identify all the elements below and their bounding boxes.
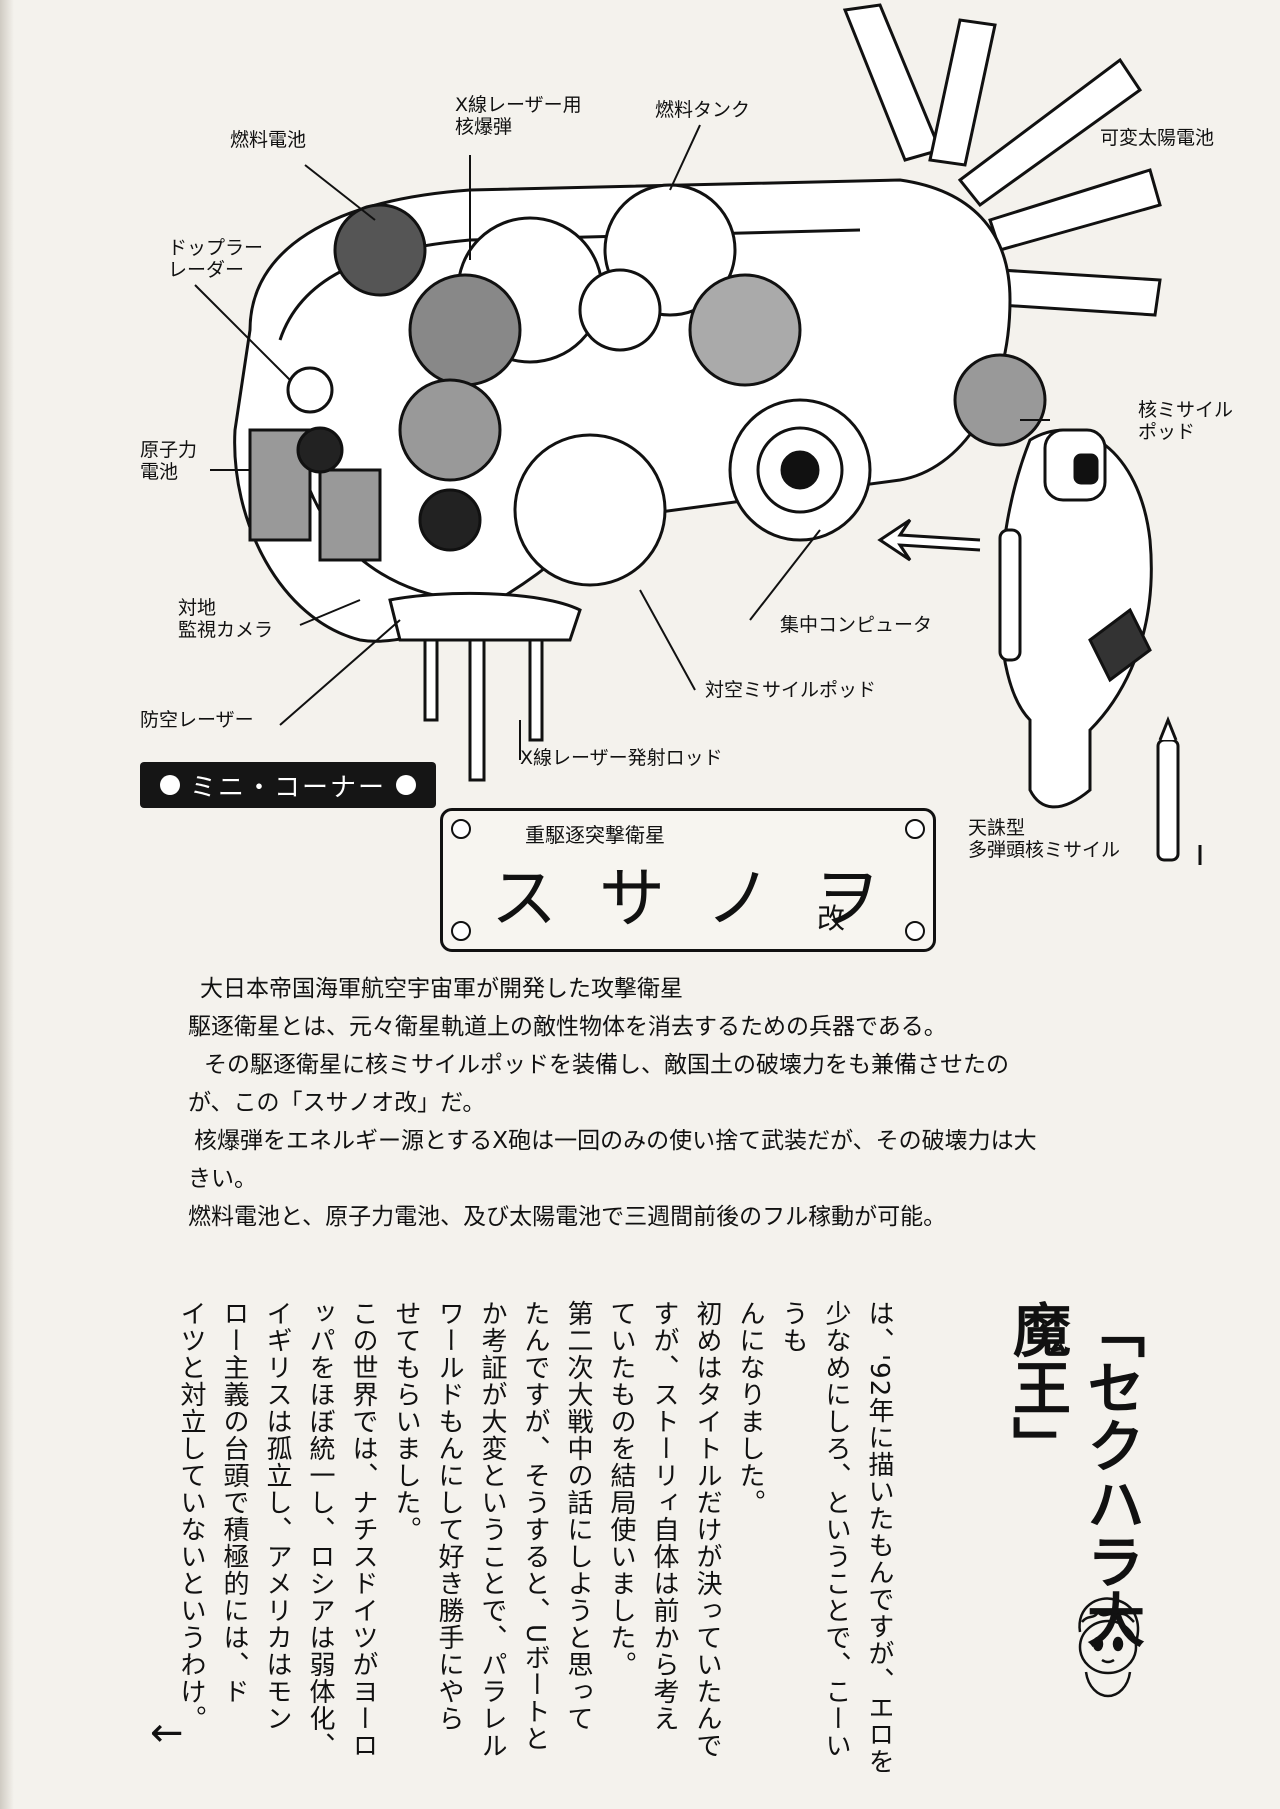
description-line: きい。 bbox=[188, 1166, 257, 1192]
column-line: せてもらいました。 bbox=[391, 1300, 421, 1543]
label-fuel-tank: 燃料タンク bbox=[655, 99, 751, 121]
banner-dot-left bbox=[159, 775, 180, 795]
name-plate: 重駆逐突撃衛星 スサノヲ 改 bbox=[440, 808, 936, 952]
plate-suffix: 改 bbox=[817, 902, 846, 935]
description-line: その駆逐衛星に核ミサイルポッドを装備し、敵国土の破壊力をも兼備させたの bbox=[204, 1052, 1009, 1078]
column-line: ッパをほぼ統一し、ロシアは弱体化、 bbox=[305, 1300, 335, 1759]
label-computer: 集中コンピュータ bbox=[780, 614, 933, 636]
column-line: んになりました。 bbox=[735, 1300, 765, 1516]
label-atomic-battery: 原子力 電池 bbox=[140, 439, 198, 483]
column-text: は、'92年に描いたもんですが、エロを 少なめにしろ、ということで、こーいうも … bbox=[169, 1300, 900, 1780]
description-line: が、この「スサノオ改」だ。 bbox=[188, 1090, 486, 1116]
column-line: ワールドもんにして好き勝手にやら bbox=[434, 1300, 464, 1732]
rivet-icon bbox=[905, 921, 925, 941]
column-title: 「セクハラ大魔王」 bbox=[1003, 1300, 1145, 1648]
label-nuclear-missile-pod: 核ミサイル ポッド bbox=[1138, 399, 1234, 443]
label-aa-laser: 防空レーザー bbox=[140, 709, 254, 731]
plate-subtitle: 重駆逐突撃衛星 bbox=[525, 823, 665, 847]
column-line: ていたものを結局使いました。 bbox=[606, 1300, 636, 1678]
column-line: 第二次大戦中の話にしようと思って bbox=[563, 1300, 593, 1732]
column-line: イツと対立していないというわけ。 bbox=[176, 1300, 206, 1732]
banner-dot-right bbox=[396, 775, 416, 795]
label-mirv-missile: 天誅型 多弾頭核ミサイル bbox=[968, 817, 1121, 861]
description-line: 燃料電池と、原子力電池、及び太陽電池で三週間前後のフル稼動が可能。 bbox=[188, 1204, 947, 1230]
label-aa-missile-pod: 対空ミサイルポッド bbox=[705, 679, 877, 701]
description-line: 核爆弾をエネルギー源とするX砲は一回のみの使い捨て武装だが、その破壊力は大 bbox=[194, 1128, 1037, 1154]
label-x-laser-rod: X線レーザー発射ロッド bbox=[520, 747, 723, 769]
rivet-icon bbox=[905, 819, 925, 839]
label-doppler-radar: ドップラー レーダー bbox=[168, 237, 264, 281]
mini-corner-banner: ミニ・コーナー bbox=[140, 762, 436, 808]
column-line: ロー主義の台頭で積極的には、ド bbox=[219, 1300, 249, 1705]
column-line: か考証が大変ということで、パラレル bbox=[477, 1300, 507, 1759]
description-text: 大日本帝国海軍航空宇宙軍が開発した攻撃衛星 駆逐衛星とは、元々衛星軌道上の敵性物… bbox=[188, 970, 1228, 1236]
description-line: 大日本帝国海軍航空宇宙軍が開発した攻撃衛星 bbox=[200, 976, 683, 1002]
mini-corner-label: ミニ・コーナー bbox=[189, 772, 386, 803]
column-line: たんですが、そうすると、Uボートと bbox=[520, 1300, 550, 1753]
rivet-icon bbox=[451, 819, 471, 839]
leader-lines bbox=[194, 124, 1050, 760]
label-solar-battery: 可変太陽電池 bbox=[1100, 127, 1215, 149]
satellite-diagram bbox=[194, 3, 1202, 865]
back-arrow-icon: ← bbox=[150, 1710, 184, 1756]
column-line: 初めはタイトルだけが決っていたんで bbox=[692, 1300, 722, 1759]
label-fuel-cell: 燃料電池 bbox=[230, 129, 307, 151]
page-edge bbox=[0, 0, 14, 1809]
column-line: この世界では、ナチスドイツがヨーロ bbox=[348, 1300, 378, 1759]
column-line: すが、ストーリィ自体は前から考え bbox=[649, 1300, 679, 1732]
column-line: イギリスは孤立し、アメリカはモン bbox=[262, 1300, 292, 1732]
column-line: 少なめにしろ、ということで、こーいうも bbox=[778, 1300, 851, 1759]
label-x-laser-warhead: X線レーザー用 核爆弾 bbox=[455, 94, 582, 138]
rivet-icon bbox=[451, 921, 471, 941]
description-line: 駆逐衛星とは、元々衛星軌道上の敵性物体を消去するための兵器である。 bbox=[188, 1014, 947, 1040]
label-ground-camera: 対地 監視カメラ bbox=[178, 597, 274, 641]
column-line: は、'92年に描いたもんですが、エロを bbox=[864, 1300, 894, 1776]
plate-name: スサノヲ bbox=[491, 860, 922, 937]
chibi-face-icon bbox=[1078, 1597, 1140, 1698]
solar-panel-fins bbox=[842, 3, 1162, 317]
